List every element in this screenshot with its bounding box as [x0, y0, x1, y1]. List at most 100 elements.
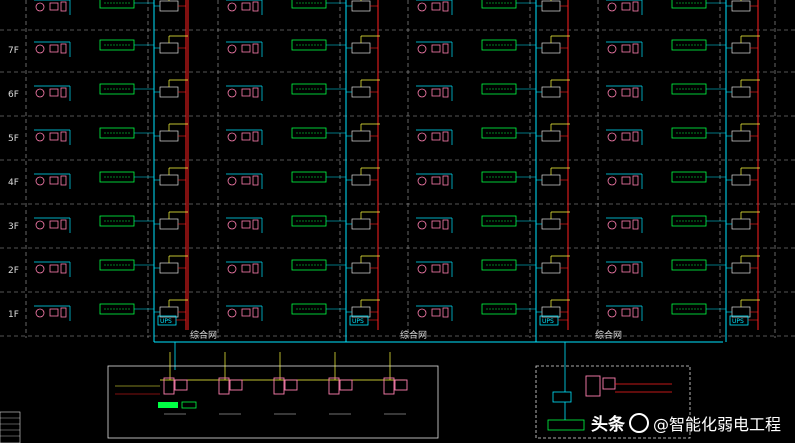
- computer-icon: [339, 379, 353, 391]
- telephone-icon: [442, 307, 449, 318]
- computer-icon: [431, 2, 441, 11]
- computer-icon: [602, 377, 616, 390]
- computer-icon: [174, 379, 188, 391]
- computer-icon: [431, 88, 441, 97]
- person-icon: [227, 88, 237, 98]
- patch-panel: [541, 42, 561, 54]
- computer-icon: [621, 2, 631, 11]
- person-icon: [417, 132, 427, 142]
- computer-icon: [621, 264, 631, 273]
- computer-icon: [621, 132, 631, 141]
- computer-icon: [49, 88, 59, 97]
- computer-icon: [431, 264, 441, 273]
- person-icon: [227, 44, 237, 54]
- person-icon: [417, 220, 427, 230]
- person-icon: [417, 308, 427, 318]
- watermark-handle: @智能化弱电工程: [652, 414, 781, 434]
- telephone-icon: [632, 131, 639, 142]
- computer-icon: [241, 44, 251, 53]
- patch-panel: [731, 218, 751, 230]
- patch-panel: [541, 86, 561, 98]
- telephone-icon: [442, 175, 449, 186]
- server-icon: [163, 377, 175, 395]
- switch-icon: [481, 0, 517, 9]
- computer-icon: [431, 176, 441, 185]
- telephone-icon: [60, 263, 67, 274]
- telephone-icon: [60, 131, 67, 142]
- watermark-brand: 头条: [590, 415, 625, 435]
- computer-icon: [431, 132, 441, 141]
- patch-panel: [159, 218, 179, 230]
- equipment-room-frame: [107, 365, 439, 439]
- camera-icon: [628, 412, 649, 433]
- ups-box: [157, 315, 177, 326]
- patch-panel: [351, 306, 371, 318]
- patch-panel: [351, 0, 371, 12]
- person-icon: [35, 264, 45, 274]
- patch-panel: [541, 0, 561, 12]
- patch-panel: [351, 130, 371, 142]
- floor-label: 3F: [8, 222, 19, 232]
- patch-panel: [731, 174, 751, 186]
- patch-panel: [731, 0, 751, 12]
- floor-label: 2F: [8, 266, 19, 276]
- computer-icon: [49, 176, 59, 185]
- patch-panel: [731, 86, 751, 98]
- patch-panel: [159, 130, 179, 142]
- person-icon: [227, 132, 237, 142]
- telephone-icon: [252, 1, 259, 12]
- telephone-icon: [442, 1, 449, 12]
- person-icon: [35, 308, 45, 318]
- telephone-icon: [252, 87, 259, 98]
- telephone-icon: [252, 219, 259, 230]
- computer-icon: [621, 44, 631, 53]
- equipment-room-frame: [535, 365, 691, 439]
- computer-icon: [49, 132, 59, 141]
- floor-grid: [0, 0, 795, 338]
- patch-panel: [731, 306, 751, 318]
- computer-icon: [284, 379, 298, 391]
- patch-panel: [159, 306, 179, 318]
- computer-icon: [241, 220, 251, 229]
- patch-panel: [351, 42, 371, 54]
- computer-icon: [49, 2, 59, 11]
- telephone-icon: [60, 1, 67, 12]
- patch-panel: [351, 218, 371, 230]
- person-icon: [35, 88, 45, 98]
- computer-icon: [241, 2, 251, 11]
- computer-icon: [621, 220, 631, 229]
- switch-icon: [547, 419, 585, 431]
- patch-panel: [159, 174, 179, 186]
- ups-label: UPS: [542, 318, 554, 325]
- telephone-icon: [442, 263, 449, 274]
- patch-panel: [159, 86, 179, 98]
- computer-icon: [431, 44, 441, 53]
- floor-labels: 7F6F5F4F3F2F1F综合网综合网综合网: [8, 46, 622, 341]
- telephone-icon: [442, 131, 449, 142]
- computer-icon: [241, 308, 251, 317]
- patch-panel: [351, 262, 371, 274]
- telephone-icon: [442, 219, 449, 230]
- person-icon: [607, 176, 617, 186]
- person-icon: [607, 88, 617, 98]
- telephone-icon: [252, 307, 259, 318]
- patch-panel: [159, 42, 179, 54]
- ups-label: UPS: [352, 318, 364, 325]
- computer-icon: [241, 132, 251, 141]
- person-icon: [227, 176, 237, 186]
- floor-label: 1F: [8, 310, 19, 320]
- patch-panel: [541, 130, 561, 142]
- person-icon: [35, 220, 45, 230]
- risers: [153, 0, 759, 370]
- ups-box: [729, 315, 749, 326]
- patch-panel: [351, 86, 371, 98]
- person-icon: [417, 176, 427, 186]
- computer-icon: [431, 220, 441, 229]
- router-box: [552, 391, 572, 403]
- person-icon: [35, 132, 45, 142]
- telephone-icon: [252, 175, 259, 186]
- person-icon: [607, 2, 617, 12]
- switch-icon: [99, 0, 135, 9]
- ups-label: UPS: [732, 318, 744, 325]
